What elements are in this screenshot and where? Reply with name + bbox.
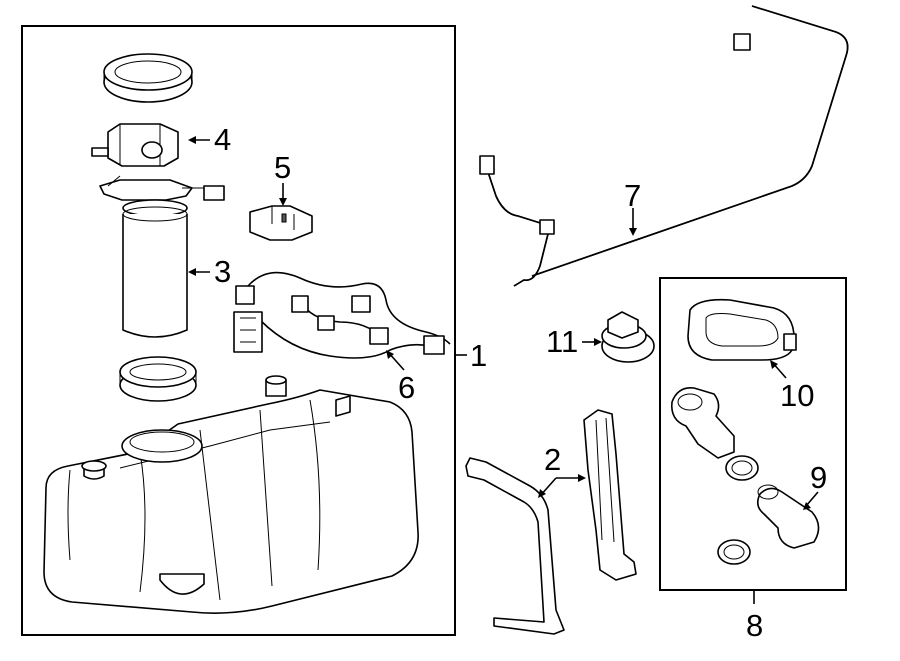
callout-3: 3 [214,254,231,289]
callout-9: 9 [810,460,827,495]
callout-6: 6 [398,370,415,405]
callout-2: 2 [544,442,561,477]
callout-8: 8 [746,608,763,643]
filler-neck-parts [670,386,820,565]
filler-housing [687,298,797,379]
fuel-cap [582,311,655,363]
fuel-pressure-regulator [91,123,210,167]
fuel-tank [43,375,419,614]
callout-7: 7 [624,178,641,213]
callout-4: 4 [214,122,231,157]
tank-assembly-frame [21,25,456,636]
callout-1: 1 [470,338,487,373]
wiring-harness [233,271,451,371]
vent-tube [479,5,849,287]
callout-10: 10 [780,378,814,413]
lock-ring [103,53,193,103]
tank-straps [465,409,637,635]
fuel-sensor [249,183,313,241]
callout-11: 11 [546,324,578,359]
fuel-pump-module [99,175,225,338]
seal-ring [119,356,197,402]
callout-5: 5 [274,150,291,185]
filler-kit-frame [659,277,847,591]
